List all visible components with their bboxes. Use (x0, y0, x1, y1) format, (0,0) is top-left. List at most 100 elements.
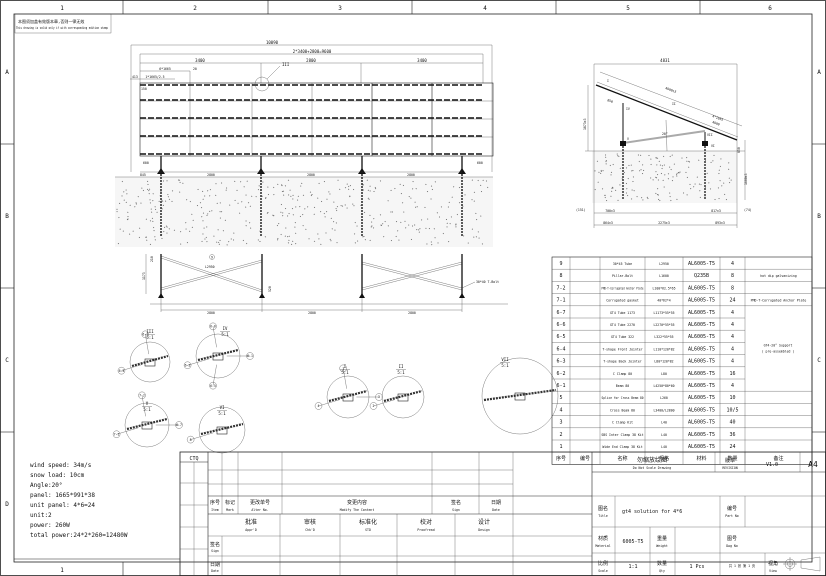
note-line: Angle:20° (30, 482, 63, 489)
cell-name: C Clamp Kit (612, 421, 633, 425)
approval-label: 审核 (304, 518, 316, 526)
cell-spec: L80 (661, 372, 667, 376)
detail-v: V5:17-17-26-7 (112, 391, 183, 448)
soil-speckle (309, 191, 312, 193)
soil-speckle (658, 198, 660, 200)
soil-speckle (433, 228, 435, 230)
soil-speckle (448, 241, 450, 243)
soil-speckle (126, 219, 128, 221)
soil-speckle (659, 200, 661, 202)
column-label-bottom: 1 (60, 567, 64, 574)
soil-speckle (337, 179, 339, 181)
item-tag: 6-7 (142, 333, 148, 337)
dim-height: 1873±3 (583, 118, 587, 130)
cell-name: C Clamp 80 (613, 372, 632, 376)
dim-bottom: 893±3 (715, 221, 725, 225)
cell-qty: 8 (731, 273, 734, 279)
soil-speckle (292, 240, 294, 242)
dim-brace-side: 520 (268, 286, 272, 292)
cell-spec: L4250*80*60 (653, 384, 674, 388)
soil-speckle (597, 181, 599, 183)
soil-speckle (637, 154, 639, 156)
row-label: B (5, 213, 9, 220)
soil-speckle (449, 223, 451, 225)
cell-spec: L1600 (659, 274, 669, 278)
soil-speckle (149, 188, 151, 190)
soil-speckle (459, 202, 461, 204)
callout-label: V (627, 137, 629, 141)
soil-speckle (185, 228, 187, 230)
soil-speckle (661, 165, 663, 167)
soil-speckle (610, 171, 612, 173)
group-remark: ( pre-assembled ) (762, 349, 795, 353)
soil-speckle (149, 199, 151, 201)
soil-speckle (690, 188, 692, 190)
soil-speckle (611, 190, 613, 192)
soil-speckle (173, 229, 175, 231)
soil-speckle (400, 193, 402, 195)
soil-speckle (425, 183, 427, 185)
soil-speckle (165, 225, 167, 227)
soil-speckle (430, 198, 432, 200)
cell-qty: 4 (731, 322, 734, 328)
soil-speckle (596, 160, 598, 162)
soil-speckle (146, 239, 148, 241)
cell-qty: 36 (729, 432, 735, 438)
approval-label: 批准 (245, 518, 257, 526)
soil-speckle (370, 226, 372, 228)
cell-no: 6-3 (556, 359, 565, 365)
soil-speckle (285, 208, 287, 210)
soil-speckle (647, 197, 649, 199)
sign-label: 签名 (210, 541, 220, 548)
cell-material: AL6005-T5 (688, 322, 715, 328)
soil-speckle (362, 184, 364, 186)
soil-speckle (471, 199, 473, 201)
soil-speckle (688, 160, 690, 162)
row-label: C (817, 357, 821, 364)
soil-speckle (267, 193, 269, 196)
soil-speckle (436, 212, 438, 214)
soil-speckle (291, 243, 293, 245)
cell-qty: 16 (729, 371, 735, 377)
soil-speckle (371, 225, 373, 227)
soil-speckle (398, 239, 400, 241)
soil-speckle (706, 172, 708, 174)
soil-speckle (632, 180, 634, 183)
soil-speckle (480, 191, 483, 193)
soil-speckle (300, 185, 302, 187)
dim-angle: 20° (662, 132, 668, 136)
soil-speckle (672, 176, 674, 178)
detail-rail (197, 348, 239, 362)
soil-speckle (349, 185, 351, 187)
soil-speckle (179, 181, 181, 183)
soil-speckle (285, 227, 287, 229)
soil-speckle (650, 163, 652, 166)
soil-speckle (152, 200, 154, 202)
soil-speckle (154, 236, 156, 238)
soil-speckle (336, 242, 338, 244)
soil-speckle (262, 181, 264, 183)
soil-speckle (142, 189, 144, 192)
soil-speckle (604, 194, 606, 196)
soil-speckle (236, 189, 238, 191)
callout-label: VI (711, 144, 715, 148)
item-balloon (375, 393, 383, 401)
soil-speckle (219, 202, 221, 204)
revision-label: 版本 (725, 457, 735, 464)
approval-label-en: Chk'D (305, 528, 315, 532)
soil-speckle (641, 197, 643, 199)
soil-speckle (241, 201, 243, 203)
sheet-size: A4 (808, 460, 818, 469)
soil-speckle (354, 242, 356, 244)
soil-speckle (334, 229, 336, 231)
soil-speckle (455, 226, 457, 228)
soil-speckle (410, 197, 412, 199)
detail-circle (129, 341, 171, 383)
cell-material: AL6005-T5 (688, 310, 715, 316)
soil-speckle (363, 235, 365, 238)
soil-speckle (353, 188, 355, 191)
